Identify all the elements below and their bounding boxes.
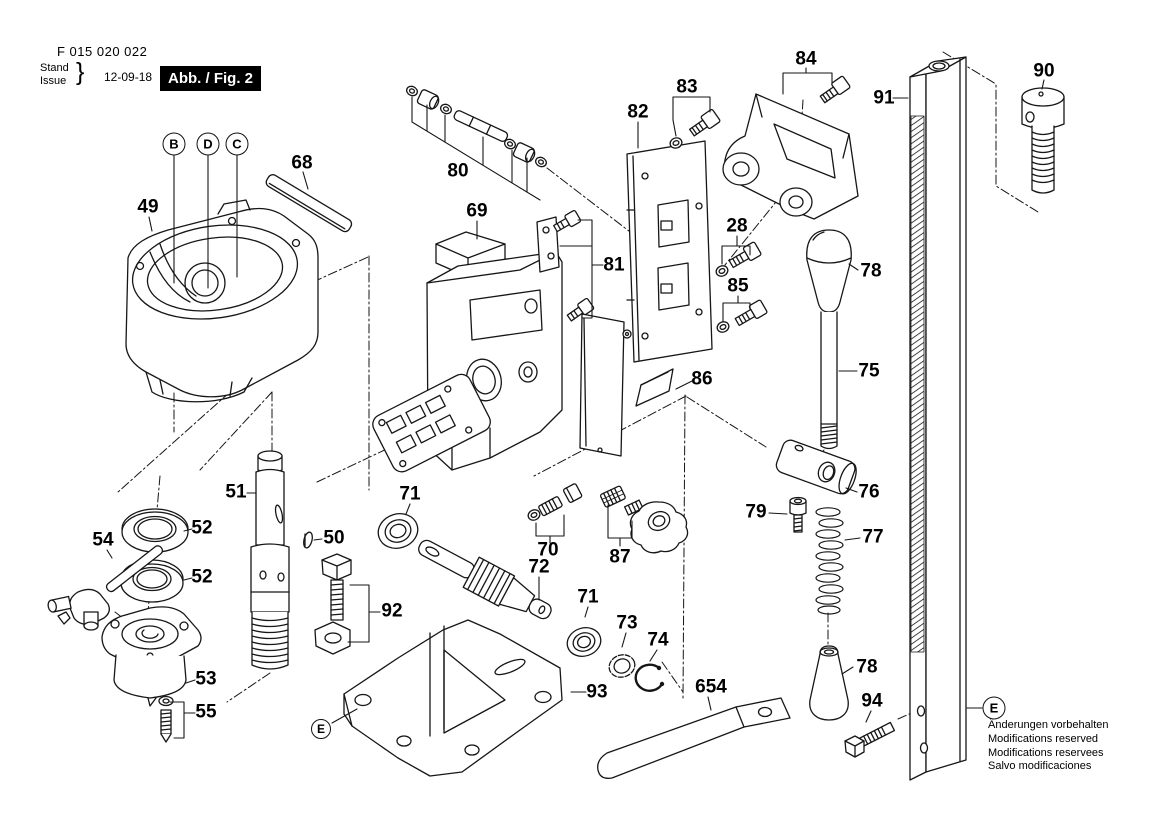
callout-81: 81 <box>603 254 625 276</box>
callout-73: 73 <box>616 612 638 634</box>
part-94-hex-bolt <box>844 721 896 758</box>
part-53-flange-cup <box>101 606 202 707</box>
part-72-pinion-shaft <box>418 539 552 620</box>
issue-date: 12-09-18 <box>104 70 153 84</box>
callout-74: 74 <box>647 629 669 651</box>
ref-letter-c: C <box>225 132 249 156</box>
callout-84: 84 <box>795 48 817 70</box>
callout-71-lower: 71 <box>577 586 599 608</box>
callout-85: 85 <box>727 275 749 297</box>
ref-letter-d: D <box>196 132 220 156</box>
callout-90: 90 <box>1033 60 1055 82</box>
callout-91: 91 <box>873 87 895 109</box>
part-78-lower-knob <box>809 645 849 721</box>
callout-72: 72 <box>528 556 550 578</box>
part-71-bearing-upper <box>377 513 419 549</box>
part-85-washer-screw <box>716 299 768 333</box>
part-73-wave-washer <box>608 654 636 678</box>
leader-lines <box>106 67 1045 739</box>
part-91-column <box>909 56 967 781</box>
callout-93: 93 <box>586 681 608 703</box>
callout-87: 87 <box>609 546 631 568</box>
note-de: Änderungen vorbehalten <box>988 719 1109 731</box>
part-70-fastener-set <box>527 483 583 521</box>
callout-50: 50 <box>323 527 345 549</box>
callout-70: 70 <box>537 539 559 561</box>
note-en: Modifications reserved <box>988 732 1099 745</box>
part-76-pivot-hub <box>775 439 857 495</box>
callout-54: 54 <box>92 529 114 551</box>
part-92-bolt-nut <box>314 553 352 655</box>
part-50-key <box>303 531 313 549</box>
part-69-carriage-housing <box>372 231 563 473</box>
part-78-upper-knob-and-75-rod <box>806 229 852 450</box>
callout-53: 53 <box>195 668 217 690</box>
part-79-set-screw <box>789 496 807 533</box>
callout-82: 82 <box>627 101 649 123</box>
callout-77: 77 <box>862 526 884 548</box>
part-87-clamp-knob <box>599 485 689 554</box>
callout-78-upper: 78 <box>860 260 882 282</box>
callout-75: 75 <box>858 360 880 382</box>
modification-notes: Änderungen vorbehalten Modifications res… <box>988 719 1108 774</box>
part-54-clamp-lever <box>47 545 164 631</box>
stand-issue-label: Stand Issue <box>40 62 69 87</box>
stand-label: Stand <box>40 62 69 74</box>
callout-86: 86 <box>691 368 713 390</box>
document-part-number: F 015 020 022 <box>57 44 148 59</box>
part-654-strap <box>597 697 791 779</box>
part-84-handle <box>722 75 859 220</box>
part-83-washer-screw <box>669 108 721 149</box>
callout-68: 68 <box>291 152 313 174</box>
callout-52-upper: 52 <box>191 517 213 539</box>
callout-49: 49 <box>137 196 159 218</box>
callout-80: 80 <box>447 160 469 182</box>
part-71-bearing-lower <box>566 627 602 657</box>
part-77-spring <box>815 507 844 615</box>
note-fr: Modifications reservees <box>988 746 1104 759</box>
callout-52-lower: 52 <box>191 566 213 588</box>
callout-94: 94 <box>861 690 883 712</box>
issue-label: Issue <box>40 74 67 87</box>
callout-55: 55 <box>195 701 217 723</box>
stand-issue-brace: } <box>76 58 85 86</box>
part-55-washer-screw <box>158 695 174 743</box>
ref-letter-e-right: E <box>982 696 1006 720</box>
part-51-spindle <box>250 450 290 670</box>
part-81-plate-set <box>536 210 632 457</box>
callout-76: 76 <box>858 481 880 503</box>
callout-71-upper: 71 <box>399 483 421 505</box>
part-90-cap-screw <box>1021 87 1065 194</box>
callout-92: 92 <box>381 600 403 622</box>
callout-28: 28 <box>726 215 748 237</box>
callout-654: 654 <box>695 676 727 698</box>
callout-51: 51 <box>225 481 247 503</box>
part-74-circlip <box>634 663 665 692</box>
part-68-gib-bar <box>265 174 353 233</box>
part-28-washer-screw <box>715 241 762 277</box>
note-es: Salvo modificaciones <box>988 760 1092 773</box>
ref-letter-e-left: E <box>311 719 331 739</box>
callout-69: 69 <box>466 200 488 222</box>
figure-badge: Abb. / Fig. 2 <box>160 66 261 91</box>
callout-83: 83 <box>676 76 698 98</box>
callout-79: 79 <box>745 501 767 523</box>
part-82-back-plate <box>626 140 713 363</box>
part-86-shim <box>635 368 674 407</box>
callout-78-lower: 78 <box>856 656 878 678</box>
part-93-bracket <box>343 619 563 777</box>
part-80-roller-set <box>406 85 547 168</box>
part-49-base-casting <box>125 199 319 403</box>
ref-letter-b: B <box>162 132 186 156</box>
